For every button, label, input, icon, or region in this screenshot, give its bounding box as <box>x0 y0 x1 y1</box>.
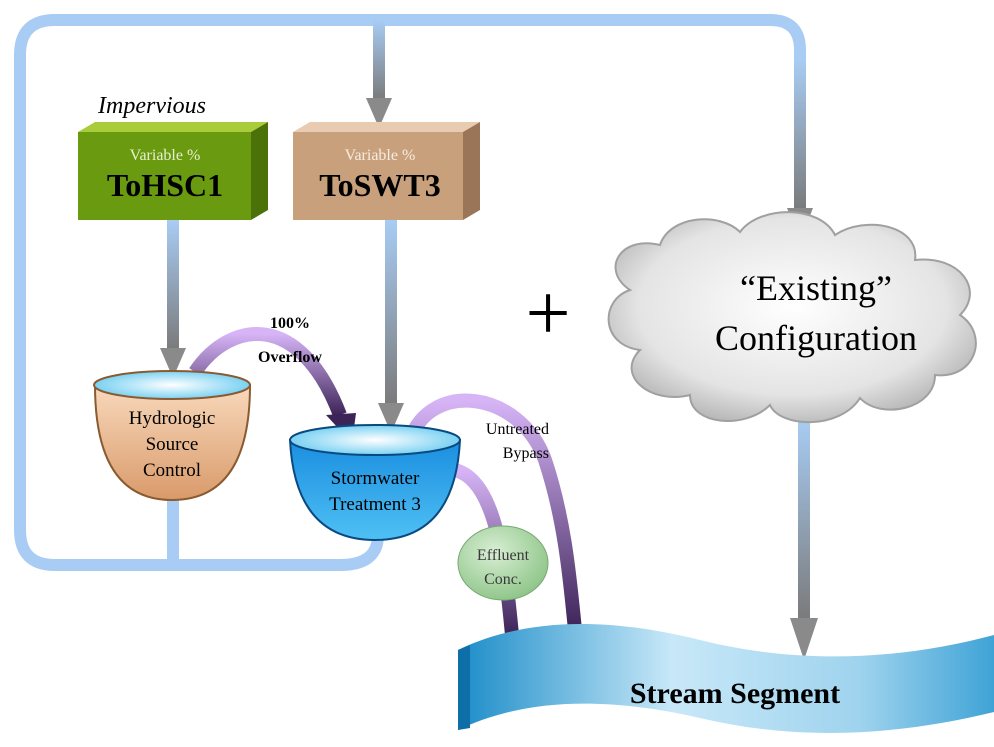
stormwater-treatment-3: Stormwater Treatment 3 <box>288 424 462 542</box>
toswt3-box: Variable % ToSWT3 <box>293 122 480 220</box>
existing-line2: Configuration <box>715 318 917 358</box>
blue-pipe-loop <box>14 14 806 571</box>
effluent-line2: Conc. <box>484 571 522 588</box>
hsc-line1: Hydrologic <box>129 408 216 429</box>
arrow-to-toswt3 <box>366 20 392 128</box>
arrow-toswt3-to-swt <box>378 220 404 433</box>
effluent-concentration: Effluent Conc. <box>457 525 549 601</box>
arrow-existing-to-stream <box>790 420 818 660</box>
hsc-line3: Control <box>143 460 201 481</box>
tohsc1-title: ToHSC1 <box>107 167 223 203</box>
overflow-label: Overflow <box>258 349 322 366</box>
swt-line2: Treatment 3 <box>329 494 421 515</box>
stream-segment-label: Stream Segment <box>630 677 840 710</box>
bypass-label: Bypass <box>503 445 549 462</box>
overflow-percent: 100% <box>270 315 310 332</box>
tohsc1-box: Variable % ToHSC1 <box>78 122 268 220</box>
untreated-label: Untreated <box>486 421 549 438</box>
plus-sign: + <box>525 270 570 358</box>
arrow-tohsc1-to-hsc <box>160 220 186 378</box>
hsc-line2: Source <box>146 434 199 455</box>
existing-configuration-cloud: “Existing” Configuration <box>607 211 977 424</box>
swt-line1: Stormwater <box>331 468 420 489</box>
toswt3-title: ToSWT3 <box>319 167 441 203</box>
effluent-line1: Effluent <box>477 547 530 564</box>
existing-line1: “Existing” <box>740 268 892 308</box>
stream-segment: Stream Segment <box>458 623 994 733</box>
toswt3-subtitle: Variable % <box>345 147 416 164</box>
impervious-label: Impervious <box>97 93 206 119</box>
hydrologic-source-control: Hydrologic Source Control <box>93 370 252 502</box>
tohsc1-subtitle: Variable % <box>130 147 201 164</box>
